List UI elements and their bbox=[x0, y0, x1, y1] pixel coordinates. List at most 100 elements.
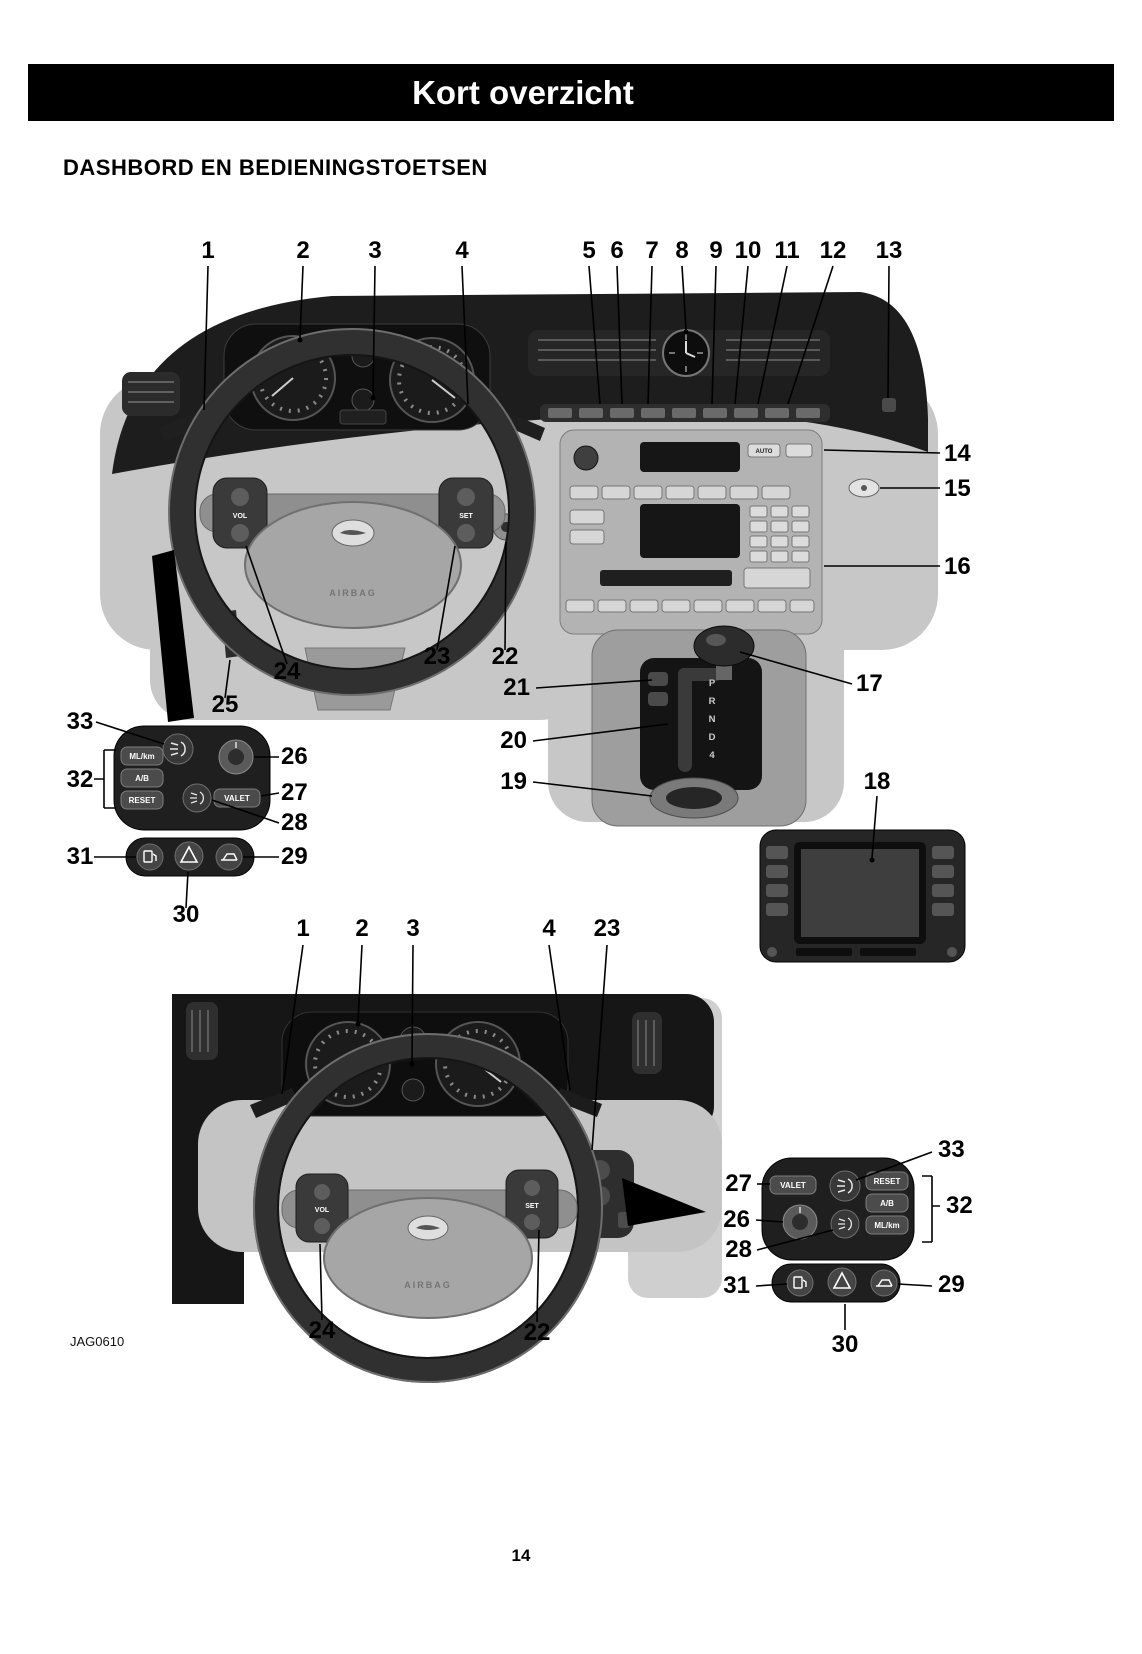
callout-28: 28 bbox=[281, 809, 308, 836]
sport-mode-button bbox=[648, 672, 668, 686]
boot-release-button bbox=[215, 843, 243, 871]
ab-button bbox=[120, 768, 164, 788]
callout-lines-top bbox=[94, 265, 941, 909]
auto-label: AUTO bbox=[756, 449, 773, 455]
nav-screen bbox=[801, 849, 919, 937]
callout-27b: 27 bbox=[725, 1170, 752, 1197]
cassette-slot bbox=[600, 570, 732, 586]
vol-label: VOL bbox=[233, 513, 248, 520]
nav-slot-2 bbox=[860, 948, 916, 956]
ab-label-2: A/B bbox=[880, 1199, 894, 1208]
airbag-hub-2: AIRBAG bbox=[323, 1197, 533, 1319]
callout-23b: 23 bbox=[594, 915, 621, 942]
pointer-wedge bbox=[152, 550, 194, 722]
mlkm-label: ML/km bbox=[129, 752, 154, 761]
callout-31b: 31 bbox=[723, 1272, 750, 1299]
callout-lines-bottom bbox=[281, 944, 940, 1330]
temp-gauge bbox=[351, 388, 375, 412]
rear-fog-icon-2 bbox=[838, 1217, 852, 1231]
nav-right-buttons bbox=[932, 846, 954, 916]
valet-button bbox=[213, 788, 261, 808]
nav-left-buttons bbox=[766, 846, 788, 916]
pointer-wedge-2 bbox=[622, 1178, 706, 1226]
callout-33: 33 bbox=[67, 708, 94, 735]
callout-16: 16 bbox=[944, 553, 971, 580]
wheel-rim-outline bbox=[168, 328, 536, 696]
fuel-flap-button bbox=[136, 843, 164, 871]
callout-24: 24 bbox=[274, 658, 301, 685]
callout-3b: 3 bbox=[406, 915, 419, 942]
mlkm-button bbox=[120, 746, 164, 766]
callout-23: 23 bbox=[424, 643, 451, 670]
mlkm-label-2: ML/km bbox=[874, 1221, 899, 1230]
navigation-unit-detail bbox=[759, 829, 966, 963]
gear-selector-console: P R N D 4 bbox=[591, 625, 807, 827]
wheel-rim-inner-2 bbox=[277, 1057, 579, 1359]
callout-30: 30 bbox=[173, 901, 200, 928]
callout-25: 25 bbox=[212, 691, 239, 718]
side-air-vent-2 bbox=[632, 1012, 662, 1074]
audio-controls-pod-2: VOL bbox=[295, 1173, 349, 1243]
auto-button bbox=[747, 443, 781, 458]
callout-29b: 29 bbox=[938, 1271, 965, 1298]
nav-knob-left bbox=[767, 947, 777, 957]
mlkm-button-2 bbox=[865, 1215, 909, 1235]
phone-button-2 bbox=[569, 529, 605, 545]
page-number: 14 bbox=[511, 1546, 531, 1565]
callout-26b: 26 bbox=[723, 1206, 750, 1233]
gate-letter: 4 bbox=[709, 750, 715, 761]
callout-21: 21 bbox=[503, 674, 530, 701]
lower-button-row bbox=[565, 599, 815, 613]
callout-7: 7 bbox=[645, 237, 658, 264]
airbag-label: AIRBAG bbox=[329, 588, 377, 598]
gate-letter: D bbox=[709, 732, 716, 743]
reset-label-2: RESET bbox=[874, 1177, 901, 1186]
eject-buttons bbox=[743, 567, 811, 589]
wheel-rim-outline-2 bbox=[253, 1033, 603, 1383]
front-fog-icon bbox=[170, 741, 186, 757]
set-label: SET bbox=[459, 513, 473, 520]
callout-28b: 28 bbox=[725, 1236, 752, 1263]
hazard-icon bbox=[179, 845, 199, 863]
callout-24b: 24 bbox=[309, 1317, 336, 1344]
gate-letter: N bbox=[709, 714, 716, 725]
keypad bbox=[749, 505, 810, 563]
callout-13: 13 bbox=[876, 237, 903, 264]
callout-22b: 22 bbox=[524, 1319, 551, 1346]
jaguar-leaper-icon bbox=[340, 530, 366, 535]
headlamp-switch-dot bbox=[861, 485, 867, 491]
gate-letter: R bbox=[709, 696, 716, 707]
callout-12: 12 bbox=[820, 237, 847, 264]
nav-slot bbox=[796, 948, 852, 956]
callout-8: 8 bbox=[675, 237, 688, 264]
hazard-button-2 bbox=[827, 1267, 857, 1297]
message-display bbox=[339, 409, 387, 425]
gate-letter: P bbox=[709, 678, 716, 689]
audio-controls-pod: VOL bbox=[212, 477, 268, 549]
jaguar-leaper-icon-2 bbox=[416, 1225, 440, 1230]
callout-6: 6 bbox=[610, 237, 623, 264]
callout-33b: 33 bbox=[938, 1136, 965, 1163]
light-sensor bbox=[882, 398, 896, 412]
boot-release-button-2 bbox=[870, 1269, 898, 1297]
airbag-hub: AIRBAG bbox=[244, 501, 462, 629]
cruise-controls-pod-2: SET bbox=[505, 1169, 559, 1239]
callout-15: 15 bbox=[944, 475, 971, 502]
callout-2b: 2 bbox=[355, 915, 368, 942]
fuel-flap-icon bbox=[143, 850, 157, 863]
callout-3: 3 bbox=[368, 237, 381, 264]
page-title: Kort overzicht bbox=[412, 73, 634, 111]
shifter-gate-plate bbox=[640, 658, 762, 790]
steering-wheel: VOL SET AIRBAG bbox=[168, 328, 536, 696]
title-bar: Kort overzicht bbox=[28, 64, 1114, 121]
callout-4b: 4 bbox=[542, 915, 556, 942]
wheel-rim-inner bbox=[194, 354, 510, 670]
cup-holder-inner bbox=[666, 787, 722, 809]
figure-code: JAG0610 bbox=[70, 1334, 125, 1349]
ab-button-2 bbox=[865, 1193, 909, 1213]
winter-mode-button bbox=[648, 692, 668, 706]
j-gate-slot bbox=[678, 668, 692, 772]
callout-18: 18 bbox=[864, 768, 891, 795]
